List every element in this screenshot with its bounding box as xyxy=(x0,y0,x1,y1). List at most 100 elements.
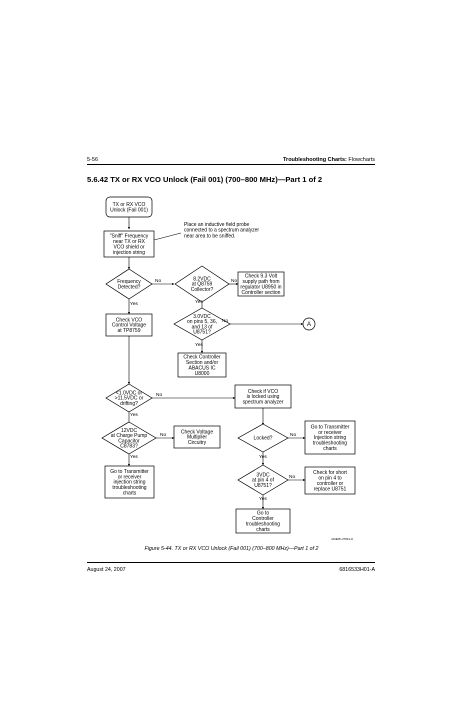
control-voltage-range-decision-line: drifting? xyxy=(120,401,138,407)
header-rule xyxy=(87,164,375,165)
check-30vdc-decision-line: U8751? xyxy=(193,330,211,336)
check-12vdc-decision xyxy=(101,421,157,455)
go-to-controller-box-line: charts xyxy=(256,527,270,533)
footer-doc-number: 6816533H01-A xyxy=(339,567,375,573)
go-to-controller-box-line: troubleshooting xyxy=(246,521,280,527)
check-voltage-multiplier-box-line: Multiplier xyxy=(187,435,207,441)
check-12vdc-decision-line: 12VDC xyxy=(121,428,138,434)
check-3vdc-pin4-decision-line: 3VDC xyxy=(256,473,270,479)
go-to-transmitter-left-box-line: troubleshooting xyxy=(112,485,146,491)
go-to-transmitter-right-box-line: or receiver xyxy=(318,430,342,436)
start-node-line: Unlock (Fail 001) xyxy=(110,207,148,213)
check-93v-box-line: Check 9.3 Volt xyxy=(245,274,278,280)
label-12-no: No xyxy=(160,432,166,438)
sniff-frequency-box-line: injection string xyxy=(113,250,145,256)
check-controller-section-box-line: Check Controller xyxy=(183,355,221,361)
go-to-controller-box-line: Controller xyxy=(252,516,274,522)
check-vco-locked-box-line: spectrum analyzer xyxy=(243,400,284,406)
go-to-transmitter-right-box-line: charts xyxy=(323,446,337,452)
check-93v-box-line: Controller section xyxy=(242,290,281,296)
check-vco-control-box-line: Check VCO xyxy=(116,317,143,323)
check-voltage-multiplier-box xyxy=(173,425,221,449)
edge-probe-note-pointer xyxy=(153,232,182,241)
check-vco-locked-box xyxy=(234,384,292,409)
check-vco-locked-box-line: is locked using xyxy=(247,394,280,400)
check-vco-control-box xyxy=(105,313,153,337)
check-30vdc-decision-line: on pins 5, 36, xyxy=(187,319,217,325)
check-3vdc-pin4-decision-line: at pin 4 of xyxy=(252,478,275,484)
check-controller-section-box-line: ABACUS IC xyxy=(189,365,216,371)
label-range-no: No xyxy=(156,392,162,398)
check-vco-locked-box-line: Check if VCO xyxy=(248,389,278,395)
check-vco-control-box-line: at TP8759 xyxy=(118,328,141,334)
go-to-transmitter-right-box-line: troubleshooting xyxy=(313,441,347,447)
check-3vdc-pin4-decision xyxy=(237,464,289,496)
control-voltage-range-decision xyxy=(105,383,153,413)
check-vco-control-box-line: Control Voltage xyxy=(112,323,146,329)
label-locked-no: No xyxy=(290,432,296,438)
label-12-yes: Yes xyxy=(130,454,138,460)
probe-note-line: near area to be sniffed. xyxy=(184,233,235,239)
label-freq-no: No xyxy=(155,278,161,284)
label-30-yes: Yes xyxy=(195,342,203,348)
label-3v-no: No xyxy=(289,474,295,480)
check-30vdc-decision-line: 3.0VDC xyxy=(193,314,211,320)
go-to-transmitter-right-box xyxy=(304,420,356,455)
check-82vdc-decision-line: Collector? xyxy=(191,287,214,293)
probe-note-line: Place an inductive field probe xyxy=(184,222,250,228)
label-82-yes: Yes xyxy=(195,299,203,305)
figure-caption: Figure 5-44. TX or RX VCO Unlock (Fail 0… xyxy=(144,546,319,552)
section-heading: 5.6.42 TX or RX VCO Unlock (Fail 001) (7… xyxy=(87,175,323,184)
check-82vdc-decision xyxy=(174,265,230,303)
check-93v-box xyxy=(237,271,285,297)
locked-decision-line: Locked? xyxy=(254,436,273,442)
section-title-rest: Flowcharts xyxy=(346,157,375,163)
section-title-bold: Troubleshooting Charts: xyxy=(283,157,347,163)
label-freq-yes: Yes xyxy=(130,301,138,307)
connector-a xyxy=(302,317,316,331)
control-voltage-range-decision-line: <1.0VDC or xyxy=(116,391,143,397)
section-title: Troubleshooting Charts: Flowcharts xyxy=(283,157,375,163)
label-locked-yes: Yes xyxy=(259,454,267,460)
probe-note-line: connected to a spectrum analyzer xyxy=(184,228,259,234)
check-short-box-line: Check for short xyxy=(313,470,348,476)
locked-decision-text: Locked? xyxy=(254,436,273,442)
check-12vdc-decision-line: C8783? xyxy=(120,444,138,450)
start-node-line: TX or RX VCO xyxy=(113,202,146,208)
frequency-detected-decision-line: Frequency xyxy=(117,279,141,285)
check-12vdc-decision-line: Capacitor xyxy=(118,438,140,444)
check-controller-section-box-line: U8000 xyxy=(195,371,210,377)
check-82vdc-decision-line: at Q8759 xyxy=(192,282,213,288)
go-to-transmitter-left-box-line: Go to Transmitter xyxy=(110,469,149,475)
check-30vdc-decision-line: and 13 of xyxy=(192,324,213,330)
label-30-no: No xyxy=(222,318,228,324)
check-12vdc-decision-line: at Charge Pump xyxy=(111,433,148,439)
check-short-box xyxy=(304,466,356,495)
check-30vdc-decision xyxy=(173,307,231,341)
frequency-detected-decision-line: Detected? xyxy=(118,284,141,290)
go-to-controller-box-line: Go to xyxy=(257,511,269,517)
go-to-transmitter-left-box-line: or receiver xyxy=(118,474,142,480)
figure-id: MAEPF-27813-O xyxy=(332,537,354,541)
check-controller-section-box-line: Section and/or xyxy=(186,360,219,366)
go-to-transmitter-right-box-line: Go to Transmitter xyxy=(311,424,350,430)
sniff-frequency-box-line: VCO shield or xyxy=(113,244,144,250)
check-93v-box-line: supply path from xyxy=(243,279,280,285)
